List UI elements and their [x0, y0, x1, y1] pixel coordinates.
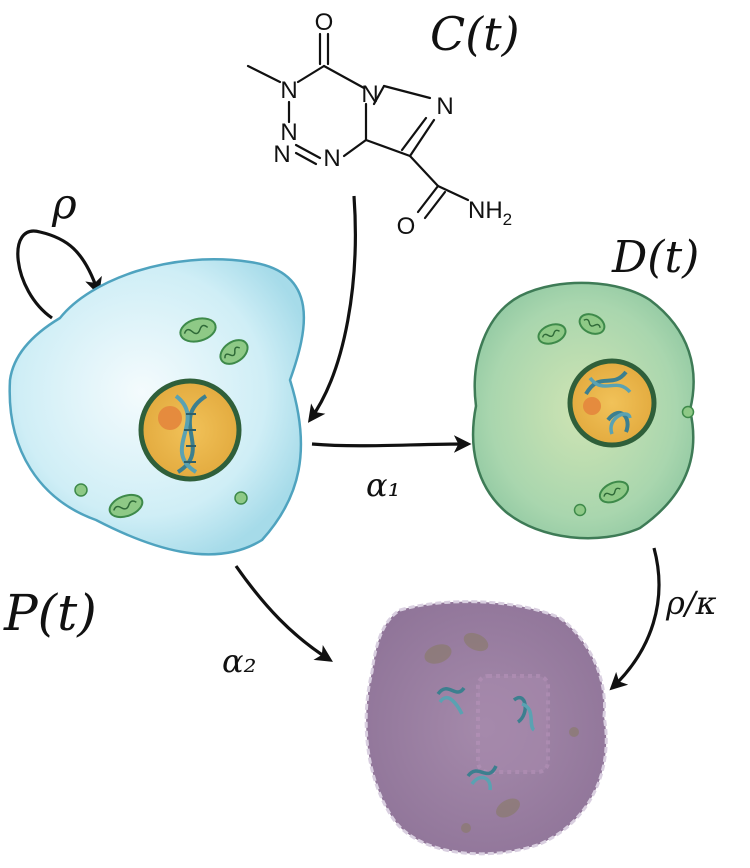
- nitrogen-methyl: N: [280, 77, 297, 104]
- dna-fragment-icon: [512, 696, 536, 732]
- dead-cell: [364, 600, 608, 856]
- nucleus: [567, 358, 657, 448]
- damage-rate-label: α₁: [366, 466, 400, 504]
- damaged-cell: [471, 281, 695, 540]
- drug-action-arrow: [307, 195, 357, 423]
- dna-fragment-icon: [436, 686, 466, 715]
- oxygen-amide: O: [397, 213, 416, 240]
- temozolomide-molecule: O N N N N N N O NH2: [246, 9, 512, 240]
- vesicle: [74, 483, 88, 497]
- self-renewal-arrow: [16, 229, 102, 320]
- mitochondrion: [108, 493, 144, 519]
- nitrogen-triazine-1: N: [280, 119, 297, 146]
- damage-transition-arrow: [311, 435, 472, 453]
- vesicle: [234, 491, 248, 505]
- proliferating-cells-label: P(t): [3, 584, 97, 642]
- damaged-cells-label: D(t): [611, 232, 699, 283]
- damaged-death-arrow: [609, 547, 661, 691]
- death-rate-damaged-label: ρ/κ: [665, 584, 717, 622]
- nitrogen-bridge: N: [361, 81, 378, 108]
- nitrogen-triazine-2: N: [273, 141, 290, 168]
- proliferating-cell: [8, 258, 306, 556]
- vesicle: [573, 503, 587, 517]
- vesicle: [681, 405, 695, 419]
- nucleus: [138, 378, 242, 482]
- mitochondrion: [578, 313, 606, 335]
- mitochondrion: [179, 317, 217, 343]
- mitochondrion: [598, 480, 630, 504]
- nitrogen-triazine-3: N: [323, 145, 340, 172]
- mitochondrion: [537, 323, 567, 345]
- self-renewal-rate-label: ρ: [51, 179, 77, 228]
- dna-helix-icon: [174, 394, 208, 474]
- mitochondrion: [219, 339, 249, 365]
- death-rate-proliferating-label: α₂: [222, 642, 256, 680]
- oxygen-carbonyl: O: [315, 9, 334, 36]
- broken-dna-icon: [584, 370, 632, 435]
- proliferating-death-arrow: [234, 565, 333, 662]
- nitrogen-imidazole: N: [436, 93, 453, 120]
- dna-fragment-icon: [466, 765, 498, 791]
- drug-concentration-label: C(t): [430, 7, 520, 61]
- amine-group: NH2: [468, 197, 512, 229]
